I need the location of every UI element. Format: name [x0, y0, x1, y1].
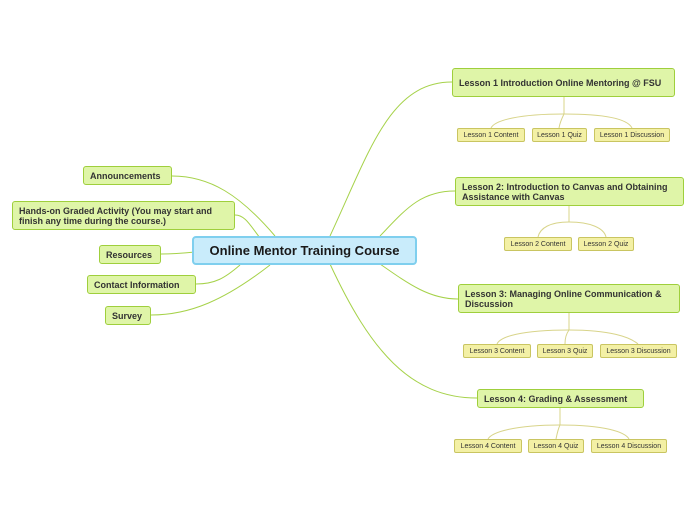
connector-hands-on	[234, 214, 261, 239]
central-topic[interactable]: Online Mentor Training Course	[192, 236, 417, 265]
subtopic-lesson-2-content[interactable]: Lesson 2 Content	[504, 237, 572, 251]
subtopic-lesson-1-content[interactable]: Lesson 1 Content	[457, 128, 525, 142]
connector-resources	[160, 251, 196, 255]
connector-survey	[150, 264, 271, 316]
topic-lesson-2[interactable]: Lesson 2: Introduction to Canvas and Obt…	[455, 177, 684, 206]
connector-lesson-1	[329, 81, 453, 237]
topic-hands-on-graded-activity[interactable]: Hands-on Graded Activity (You may start …	[12, 201, 235, 230]
subtopic-lesson-4-content[interactable]: Lesson 4 Content	[454, 439, 522, 453]
topic-announcements[interactable]: Announcements	[83, 166, 172, 185]
connector-lesson-2	[379, 190, 456, 237]
subtopic-lesson-4-quiz[interactable]: Lesson 4 Quiz	[528, 439, 584, 453]
connector-contact	[195, 264, 241, 285]
topic-lesson-1[interactable]: Lesson 1 Introduction Online Mentoring @…	[452, 68, 675, 97]
subtopic-lesson-1-discussion[interactable]: Lesson 1 Discussion	[594, 128, 670, 142]
topic-lesson-3[interactable]: Lesson 3: Managing Online Communication …	[458, 284, 680, 313]
connector-lesson-3	[379, 263, 459, 300]
subtopic-lesson-2-quiz[interactable]: Lesson 2 Quiz	[578, 237, 634, 251]
topic-lesson-4[interactable]: Lesson 4: Grading & Assessment	[477, 389, 644, 408]
subtopic-lesson-3-content[interactable]: Lesson 3 Content	[463, 344, 531, 358]
connector-lesson-4	[329, 263, 478, 399]
subtopic-lesson-4-discussion[interactable]: Lesson 4 Discussion	[591, 439, 667, 453]
subtopic-lesson-1-quiz[interactable]: Lesson 1 Quiz	[532, 128, 587, 142]
subtopic-lesson-3-discussion[interactable]: Lesson 3 Discussion	[600, 344, 677, 358]
topic-contact-information[interactable]: Contact Information	[87, 275, 196, 294]
connector-announcements	[171, 175, 276, 237]
topic-survey[interactable]: Survey	[105, 306, 151, 325]
subtopic-lesson-3-quiz[interactable]: Lesson 3 Quiz	[537, 344, 593, 358]
topic-resources[interactable]: Resources	[99, 245, 161, 264]
